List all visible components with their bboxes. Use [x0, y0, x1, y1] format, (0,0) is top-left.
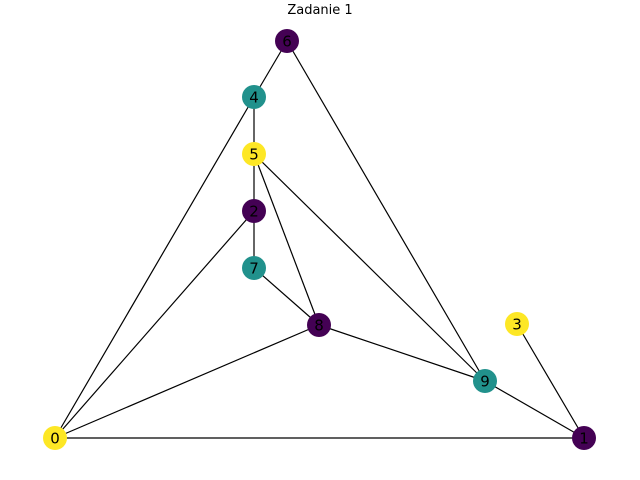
- edge-2-0: [54, 210, 255, 439]
- node-label-1: 1: [579, 430, 589, 448]
- node-label-0: 0: [50, 430, 60, 448]
- node-7: 7: [242, 256, 266, 280]
- node-1: 1: [572, 426, 596, 450]
- edge-3-1: [516, 323, 585, 439]
- edge-9-1: [484, 380, 585, 439]
- nodes-layer: 0 1 2 3 4 5 6 7 8 9: [43, 29, 596, 450]
- node-9: 9: [473, 369, 497, 393]
- node-circle-5: [242, 142, 266, 166]
- edge-4-0: [54, 96, 255, 439]
- node-circle-8: [307, 313, 331, 337]
- node-circle-9: [473, 369, 497, 393]
- node-label-9: 9: [480, 373, 490, 391]
- node-circle-6: [275, 29, 299, 53]
- node-0: 0: [43, 426, 67, 450]
- figure-title: Zadanie 1: [287, 3, 353, 18]
- node-8: 8: [307, 313, 331, 337]
- node-circle-3: [505, 312, 529, 336]
- node-label-4: 4: [249, 89, 259, 107]
- node-label-5: 5: [249, 146, 259, 164]
- node-5: 5: [242, 142, 266, 166]
- edge-5-8: [253, 153, 320, 326]
- node-2: 2: [242, 199, 266, 223]
- node-label-3: 3: [512, 316, 522, 334]
- edge-8-9: [318, 324, 486, 382]
- node-label-8: 8: [314, 317, 324, 335]
- node-circle-0: [43, 426, 67, 450]
- node-label-7: 7: [249, 260, 259, 278]
- node-circle-1: [572, 426, 596, 450]
- node-circle-2: [242, 199, 266, 223]
- edge-8-0: [54, 324, 320, 439]
- node-4: 4: [242, 85, 266, 109]
- edge-7-8: [253, 267, 320, 326]
- edge-6-9: [286, 40, 486, 382]
- node-circle-7: [242, 256, 266, 280]
- node-circle-4: [242, 85, 266, 109]
- node-6: 6: [275, 29, 299, 53]
- node-label-2: 2: [249, 203, 259, 221]
- node-label-6: 6: [282, 33, 292, 51]
- node-3: 3: [505, 312, 529, 336]
- edge-5-9: [253, 153, 486, 382]
- edges-layer: [54, 40, 585, 439]
